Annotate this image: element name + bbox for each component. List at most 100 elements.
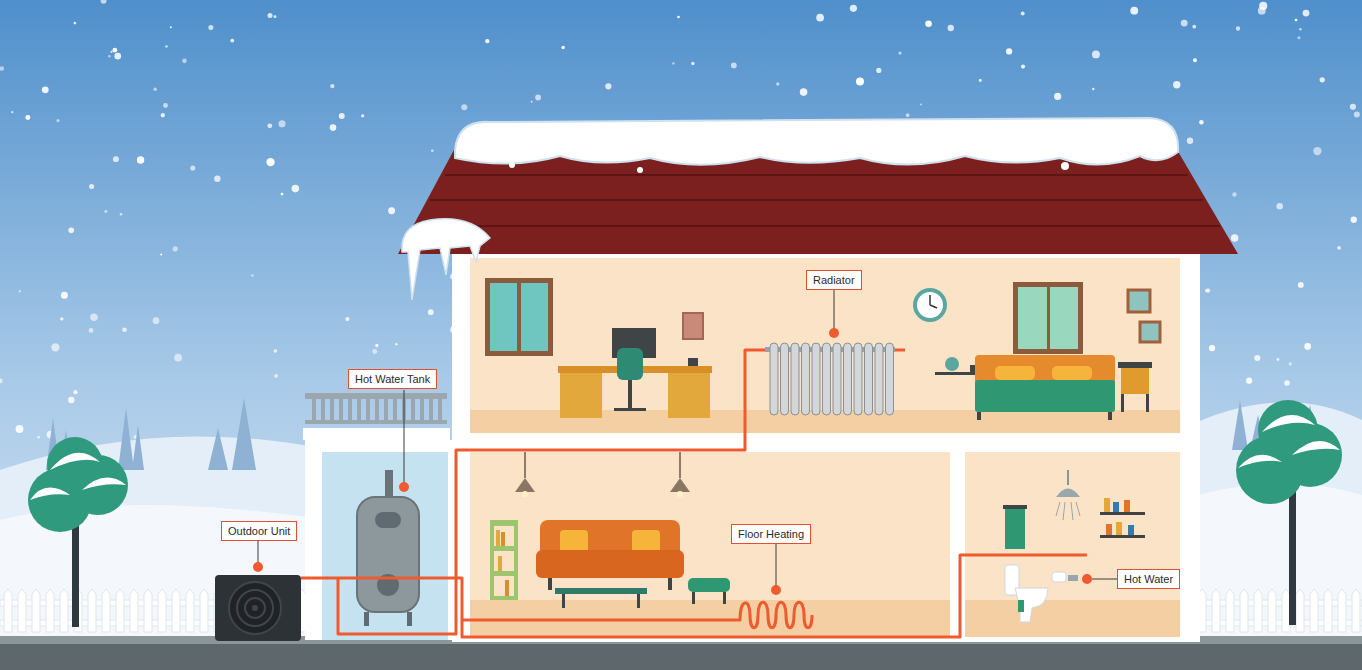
- wall-clock: [913, 288, 947, 322]
- desk: [628, 380, 632, 408]
- house-body: [965, 600, 1180, 637]
- wall-clock: [913, 288, 947, 322]
- house-body: [965, 452, 1180, 637]
- snowflakes: [173, 246, 178, 251]
- roof: [398, 118, 1238, 300]
- snowflakes: [1130, 7, 1138, 15]
- house-annex: [322, 452, 448, 640]
- background-pines: [1232, 400, 1248, 450]
- snowflakes: [74, 22, 77, 25]
- snowflakes: [90, 313, 98, 321]
- snowflakes: [1054, 93, 1061, 100]
- snowflakes: [19, 290, 21, 292]
- window-study: [485, 278, 553, 356]
- outdoor-unit: [237, 590, 273, 626]
- snowflakes: [850, 5, 857, 12]
- snowflakes: [137, 156, 144, 163]
- desk: [558, 328, 712, 418]
- snowflakes: [1289, 362, 1292, 365]
- snowflakes: [461, 104, 467, 110]
- bathroom-fixtures: [1003, 505, 1027, 509]
- snowflakes: [73, 390, 77, 394]
- snowflakes: [230, 39, 234, 43]
- balcony: [305, 393, 447, 399]
- ottoman: [692, 592, 695, 604]
- snowflakes: [1236, 26, 1240, 30]
- ottoman: [688, 578, 730, 592]
- snowflakes: [208, 25, 213, 30]
- radiator-symbol: [865, 343, 873, 415]
- radiator-symbol: [875, 343, 883, 415]
- house-annex: [305, 440, 455, 640]
- label-box: Hot Water Tank: [348, 369, 437, 389]
- bed: [975, 380, 1115, 412]
- wall-picture: [683, 313, 703, 339]
- bathroom-fixtures: [1005, 509, 1025, 549]
- snowflakes: [0, 379, 3, 384]
- window-study: [485, 278, 553, 356]
- snowflakes: [856, 78, 864, 86]
- radiator-symbol: [844, 343, 852, 415]
- snowflakes: [16, 425, 24, 433]
- snowflakes: [531, 101, 533, 103]
- snowflakes: [395, 343, 398, 346]
- radiator-symbol: [886, 343, 894, 415]
- house-body: [470, 452, 950, 637]
- snowflakes: [330, 84, 334, 88]
- tree-right: [1238, 455, 1282, 468]
- label-box: Radiator: [806, 270, 862, 290]
- snowflakes: [1232, 192, 1236, 196]
- fence-posts: [1254, 589, 1262, 632]
- snowflakes: [112, 48, 117, 53]
- snowflakes: [278, 120, 285, 127]
- hot-water-tank: [357, 497, 419, 612]
- outdoor-unit: [245, 598, 265, 618]
- window-study: [521, 283, 548, 351]
- picture-frames: [1140, 322, 1160, 342]
- snowflakes: [51, 343, 59, 351]
- snowflakes: [266, 158, 274, 166]
- fence-posts: [88, 589, 96, 632]
- radiator-symbol: [802, 343, 810, 415]
- sofa: [668, 578, 672, 590]
- ground: [0, 644, 1362, 670]
- snowflakes: [339, 113, 345, 119]
- hot-water-tank: [385, 470, 393, 498]
- hot-water-tank: [357, 470, 419, 626]
- snowflakes: [731, 63, 737, 69]
- roof: [455, 118, 1178, 165]
- radiator-symbol: [791, 343, 799, 415]
- tree-left: [30, 488, 70, 500]
- callout-dots: [253, 562, 263, 572]
- snowflakes: [1193, 58, 1197, 62]
- bed: [975, 355, 1115, 420]
- wall-clock: [929, 295, 931, 305]
- fence-posts: [1338, 589, 1346, 632]
- bathroom-fixtures: [1124, 500, 1130, 512]
- callout-dots: [399, 482, 409, 492]
- snowflakes: [153, 317, 160, 324]
- snowflakes: [190, 165, 195, 170]
- bathroom-fixtures: [1018, 600, 1024, 612]
- hot-water-tank: [407, 612, 412, 626]
- snowflakes: [1021, 12, 1025, 16]
- balcony-railing: [357, 399, 361, 421]
- tree-right: [1292, 441, 1340, 455]
- bathroom-fixtures: [1056, 502, 1080, 520]
- bathroom-fixtures: [1056, 489, 1080, 498]
- fence-posts: [1296, 589, 1304, 632]
- snowflakes: [1351, 217, 1357, 223]
- label-text: Hot Water Tank: [355, 372, 430, 386]
- house-body: [452, 245, 1200, 642]
- balcony-railing: [393, 399, 397, 421]
- background-pines: [132, 425, 144, 470]
- heating-pipes: [895, 349, 905, 352]
- bed: [995, 366, 1035, 380]
- snowflakes: [535, 95, 541, 101]
- ceiling-lamps: [524, 452, 526, 478]
- fence-posts: [18, 589, 26, 632]
- radiator-symbol: [770, 343, 778, 415]
- nightstand: [1118, 362, 1152, 368]
- tree-left: [82, 478, 126, 490]
